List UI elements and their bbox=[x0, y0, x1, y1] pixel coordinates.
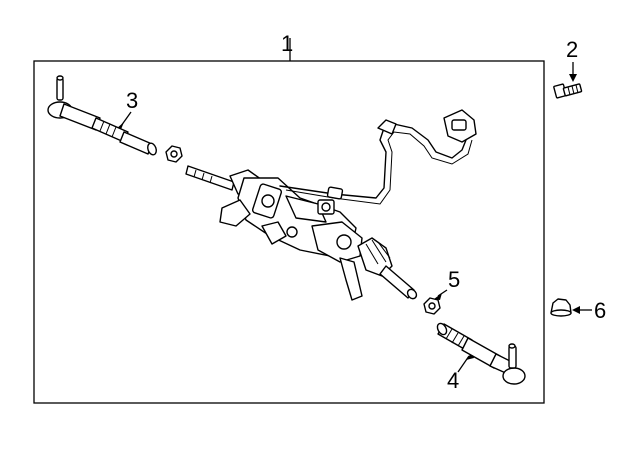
leader-arrow-5 bbox=[434, 293, 442, 300]
nut-icon-left bbox=[165, 145, 183, 163]
bolt-icon bbox=[553, 83, 583, 99]
tie-rod-end-icon-3 bbox=[47, 75, 157, 156]
nut-icon-6 bbox=[550, 298, 572, 317]
steering-gear-assembly-icon bbox=[185, 109, 477, 301]
assembly-frame bbox=[33, 60, 545, 404]
callout-5: 5 bbox=[448, 267, 460, 292]
tie-rod-end-icon-4 bbox=[436, 322, 526, 385]
nut-icon-5 bbox=[423, 297, 441, 315]
leader-arrow-2 bbox=[569, 74, 577, 82]
callout-6: 6 bbox=[594, 298, 606, 323]
callout-4: 4 bbox=[447, 368, 459, 393]
leader-arrow-6 bbox=[572, 306, 580, 314]
callout-3: 3 bbox=[126, 88, 138, 113]
callout-2: 2 bbox=[566, 37, 578, 62]
callout-1: 1 bbox=[281, 31, 293, 56]
